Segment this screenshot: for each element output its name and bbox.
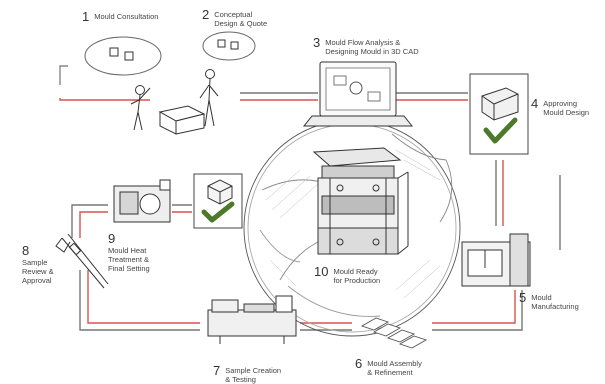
step-label: Mould Heat Treatment & Final Setting [108, 246, 150, 273]
step-number: 4 [531, 96, 539, 111]
step-number: 3 [313, 35, 321, 50]
step-2: 2 Conceptual Design & Quote [202, 7, 268, 29]
connector-lines [59, 65, 561, 331]
injection-machine-icon [207, 295, 297, 344]
step-number: 5 [519, 290, 527, 305]
step-label: Mould Manufacturing [531, 293, 579, 311]
box-icon [158, 105, 206, 135]
mould-approval-icon [193, 173, 243, 229]
step-label: Approving Mould Design [543, 99, 590, 117]
check-icon [201, 201, 235, 223]
step-label: Conceptual Design & Quote [214, 10, 268, 28]
step-5: 5 Mould Manufacturing [519, 290, 579, 312]
step-number: 8 [22, 243, 30, 258]
person-icon [199, 31, 256, 127]
step-label: Mould Flow Analysis & Designing Mould in… [325, 38, 419, 56]
step-label: Mould Assembly & Refinement [367, 359, 422, 377]
step-number: 6 [355, 356, 363, 371]
step-number: 10 [314, 264, 329, 279]
step-label: Mould Ready for Production [333, 267, 381, 285]
mould-icon [312, 147, 409, 255]
person-icon [84, 36, 162, 131]
step-number: 1 [82, 9, 90, 24]
step-number: 7 [213, 363, 221, 378]
step-number: 2 [202, 7, 210, 22]
step-4: 4 Approving Mould Design [531, 96, 590, 118]
mould-plates-icon [360, 317, 428, 349]
step-9: 9 Mould Heat Treatment & Final Setting [108, 231, 188, 274]
step-1: 1 Mould Consultation [82, 10, 158, 24]
globe-hatching [265, 149, 441, 299]
mould-approval-icon [469, 73, 529, 155]
step-3: 3 Mould Flow Analysis & Designing Mould … [313, 35, 419, 57]
step-number: 9 [108, 231, 116, 246]
step-8: 8 Sample Review & Approval [22, 243, 70, 286]
step-label: Sample Review & Approval [22, 258, 54, 285]
check-icon [483, 117, 518, 144]
laptop-icon [302, 61, 414, 127]
cnc-machine-icon [461, 233, 531, 287]
step-7: 7 Sample Creation & Testing [213, 364, 281, 384]
caliper-icon [55, 233, 109, 289]
step-label: Sample Creation & Testing [225, 366, 282, 384]
heat-treatment-icon [113, 179, 171, 223]
step-6: 6 Mould Assembly & Refinement [355, 356, 422, 378]
step-label: Mould Consultation [94, 12, 159, 21]
step-10: 10 Mould Ready for Production [314, 264, 381, 286]
